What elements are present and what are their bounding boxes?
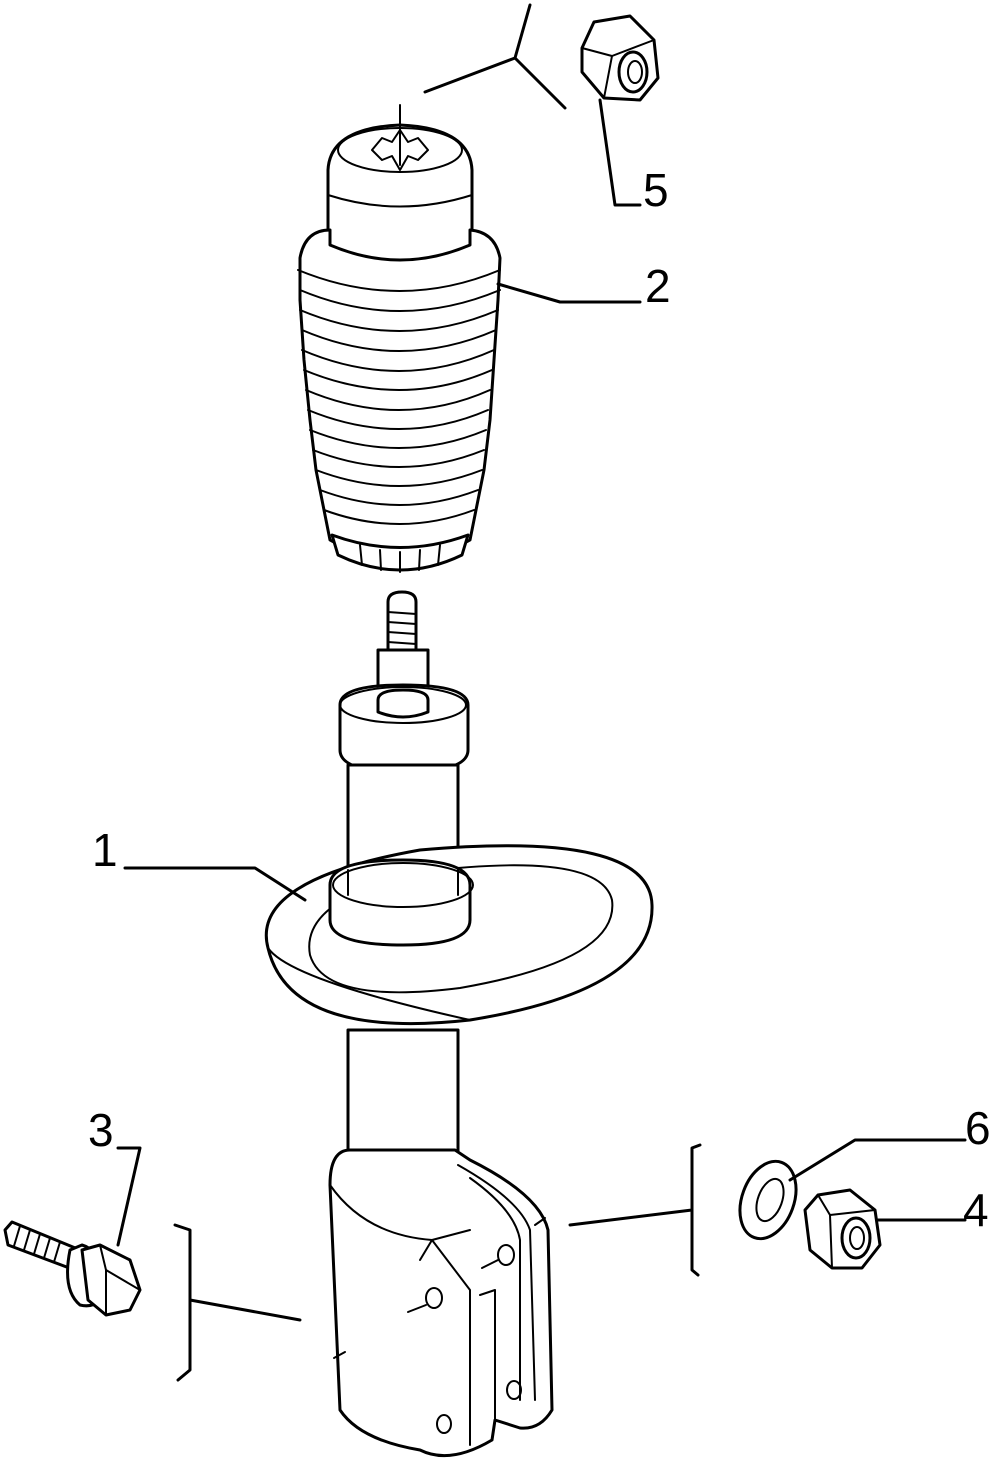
callout-5: 5 [643,164,669,216]
part-3-bolt [3,1146,142,1317]
callout-3: 3 [88,1104,114,1156]
part-5-nut [580,14,660,207]
callout-6: 6 [965,1102,991,1154]
part-2-dust-boot [297,104,642,573]
callout-2: 2 [645,260,671,312]
part-4-nut [803,1188,967,1270]
top-bracket [423,3,567,110]
callout-labels: 1 2 3 4 5 6 [88,164,991,1236]
right-bracket [568,1143,702,1277]
part-6-washer [738,1138,967,1241]
callout-1: 1 [92,824,118,876]
callout-4: 4 [963,1184,989,1236]
part-1-strut [123,590,654,1458]
left-bracket [173,1223,302,1382]
